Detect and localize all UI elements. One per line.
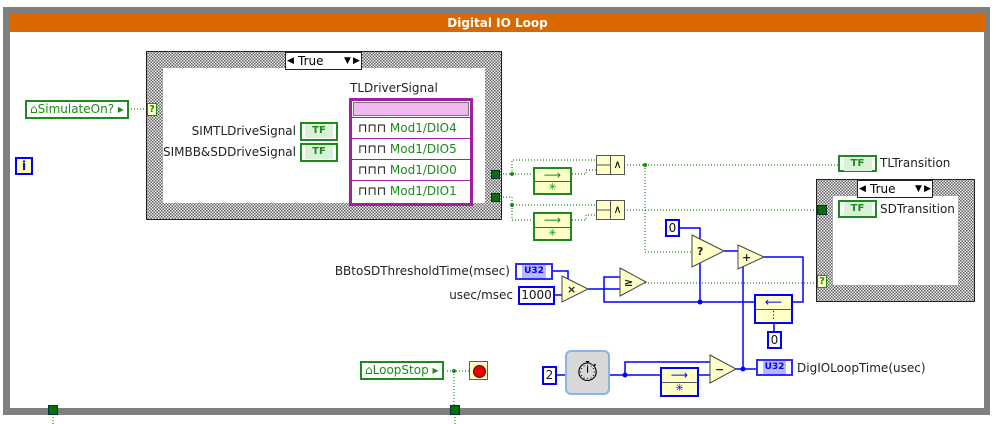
iteration-terminal-icon: i (15, 157, 33, 175)
decrement-icon[interactable]: ◀ (859, 184, 866, 194)
two-constant[interactable]: 2 (542, 366, 557, 385)
bool-feedback-node[interactable]: ⟶✳ (533, 212, 572, 241)
property-node-title: TLDriverSignal (350, 81, 438, 95)
usec-label: usec/msec (449, 288, 513, 302)
wire-tl-a (500, 159, 596, 175)
initializer-icon: ⋮ (768, 310, 779, 321)
increment-icon[interactable]: ▶ (924, 184, 931, 194)
svg-text:≥: ≥ (624, 276, 633, 289)
tick-count-metronome-icon[interactable]: ⏱ (565, 350, 610, 395)
wire-tl-b (500, 196, 596, 221)
junction (510, 203, 514, 207)
wire-mult-out (588, 276, 700, 303)
property-node-header (353, 102, 469, 116)
sim-bb-control[interactable]: TF (300, 143, 338, 162)
and-node[interactable]: ∧ (596, 155, 625, 175)
case-structure-inner[interactable] (816, 179, 975, 302)
stop-terminal (469, 361, 488, 380)
junction (452, 369, 456, 373)
bool-feedback-node[interactable]: ⟶✳ (533, 167, 572, 195)
junction (622, 372, 628, 378)
zero-constant-init[interactable]: 0 (767, 331, 782, 349)
svg-text:×: × (567, 283, 576, 296)
stop-icon (473, 365, 486, 378)
loop-stop-local-variable[interactable]: ⌂LoopStop ▸ (360, 361, 444, 380)
sim-bb-label: SIMBB&SDDriveSignal (162, 145, 296, 159)
property-row[interactable]: ⊓⊓⊓ Mod1/DIO0 (352, 159, 470, 180)
tl-transition-indicator: TF (838, 155, 877, 172)
zero-constant[interactable]: 0 (665, 219, 680, 237)
loop-tunnel (48, 405, 58, 415)
multiply-node (561, 275, 590, 303)
wire-iter-bottom (52, 414, 456, 424)
case-selector-terminal: ? (147, 103, 157, 116)
while-loop (3, 7, 990, 415)
loop-tunnel (450, 405, 460, 415)
sim-tl-label: SIMTLDriveSignal (191, 124, 296, 138)
bb-threshold-control[interactable]: U32 (515, 263, 553, 280)
output-tunnel (491, 193, 500, 202)
feedback-icon: ✳ (675, 383, 684, 394)
junction (697, 299, 703, 305)
junction (510, 172, 514, 176)
case-selector-inner[interactable]: ◀True▼▶ (857, 180, 933, 198)
increment-icon[interactable]: ▶ (353, 56, 360, 66)
svg-text:?: ? (697, 245, 703, 258)
wire-zero (679, 227, 701, 243)
subtract-node (709, 354, 738, 384)
property-row[interactable]: ⊓⊓⊓ Mod1/DIO4 (352, 117, 470, 138)
greater-equal-node (619, 267, 648, 297)
decrement-icon[interactable]: ◀ (287, 56, 294, 66)
shift-feedback-node[interactable]: ⟵⋮ (754, 294, 793, 324)
loop-time-label: DigIOLoopTime(usec) (797, 361, 926, 375)
wire-and1-out (624, 164, 838, 253)
home-icon: ⌂ (365, 363, 373, 377)
tl-transition-label: TLTransition (880, 156, 951, 170)
loop-title: Digital IO Loop (10, 14, 985, 32)
svg-text:+: + (742, 251, 751, 264)
sd-transition-label: SDTransition (880, 202, 955, 216)
u32-feedback-node[interactable]: ⟶✳ (660, 367, 699, 397)
property-node[interactable]: ⊓⊓⊓ Mod1/DIO4 ⊓⊓⊓ Mod1/DIO5 ⊓⊓⊓ Mod1/DIO… (349, 98, 473, 206)
sd-transition-indicator: TF (838, 200, 877, 218)
feedback-icon: ✳ (548, 182, 557, 193)
property-row[interactable]: ⊓⊓⊓ Mod1/DIO1 (352, 180, 470, 201)
case-selector-outer[interactable]: ◀True▼▶ (285, 52, 362, 70)
dropdown-icon[interactable]: ▼ (344, 56, 351, 66)
loop-time-indicator: U32 (756, 359, 793, 376)
home-icon: ⌂ (30, 102, 38, 116)
junction (740, 366, 746, 372)
output-tunnel (491, 170, 500, 179)
property-row[interactable]: ⊓⊓⊓ Mod1/DIO5 (352, 138, 470, 159)
wire-loopstop (447, 370, 470, 406)
select-node (691, 234, 726, 268)
bb-threshold-label: BBtoSDThresholdTime(msec) (334, 264, 510, 278)
dropdown-icon[interactable]: ▼ (915, 184, 922, 194)
add-node (737, 244, 766, 270)
input-tunnel (817, 205, 827, 215)
junction (643, 163, 647, 167)
feedback-icon: ✳ (548, 227, 557, 239)
wire-threshold (553, 270, 569, 282)
wire-timer-out (610, 361, 712, 376)
simulate-on-local-variable[interactable]: ⌂SimulateOn? ▸ (25, 100, 129, 119)
usec-constant[interactable]: 1000 (518, 286, 555, 305)
sim-tl-control[interactable]: TF (300, 122, 338, 141)
wire-feedback (699, 256, 804, 303)
and-node[interactable]: ∧ (596, 200, 625, 220)
case-selector-terminal: ? (817, 275, 827, 288)
svg-text:−: − (715, 363, 724, 376)
